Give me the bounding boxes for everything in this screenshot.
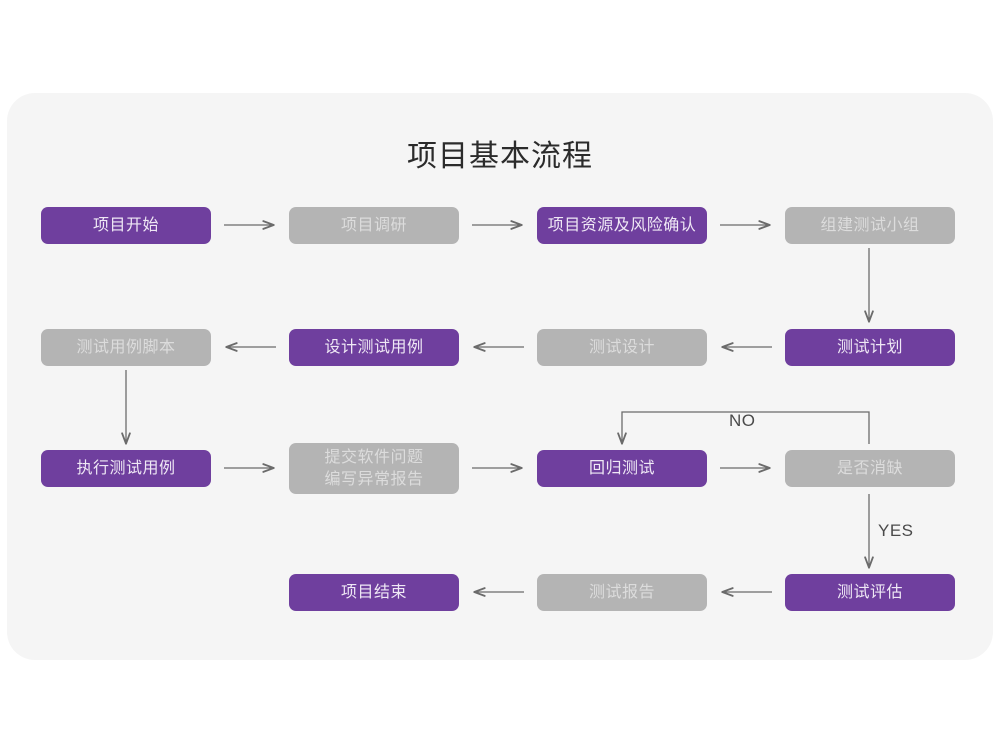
node-test-plan[interactable]: 测试计划 [785, 329, 955, 366]
node-test-report[interactable]: 测试报告 [537, 574, 707, 611]
node-design-test-case[interactable]: 设计测试用例 [289, 329, 459, 366]
node-defect-cleared[interactable]: 是否消缺 [785, 450, 955, 487]
node-test-design[interactable]: 测试设计 [537, 329, 707, 366]
diagram-panel [7, 93, 993, 660]
edge-label-yes: YES [878, 521, 914, 540]
node-regression-test[interactable]: 回归测试 [537, 450, 707, 487]
node-execute-test-case[interactable]: 执行测试用例 [41, 450, 211, 487]
node-project-research[interactable]: 项目调研 [289, 207, 459, 244]
edge-label-no: NO [729, 411, 756, 430]
node-resource-risk-confirm[interactable]: 项目资源及风险确认 [537, 207, 707, 244]
node-test-evaluation[interactable]: 测试评估 [785, 574, 955, 611]
node-project-start[interactable]: 项目开始 [41, 207, 211, 244]
node-submit-issue-report[interactable]: 提交软件问题 编写异常报告 [289, 443, 459, 494]
node-project-end[interactable]: 项目结束 [289, 574, 459, 611]
node-build-test-team[interactable]: 组建测试小组 [785, 207, 955, 244]
node-test-case-script[interactable]: 测试用例脚本 [41, 329, 211, 366]
page-title: 项目基本流程 [407, 140, 593, 173]
